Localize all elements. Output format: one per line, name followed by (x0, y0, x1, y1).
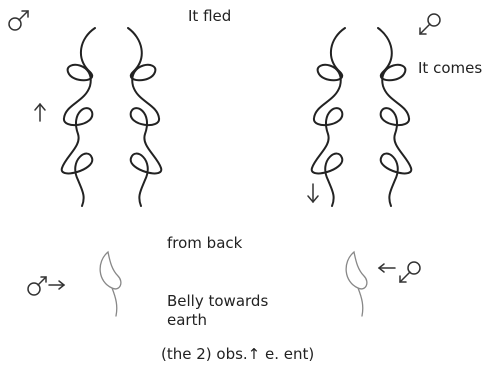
caption-observation: (the 2) obs.↑ e. ent) (161, 345, 314, 364)
left-coil-a (62, 28, 95, 206)
left-coil-b (128, 28, 161, 206)
male-symbol-right-arrow-icon (28, 277, 64, 295)
label-from-back: from back (167, 234, 242, 253)
left-leaf-icon (100, 252, 121, 316)
right-coil-a (312, 28, 345, 206)
label-belly-towards-earth: Belly towards earth (167, 292, 268, 330)
down-arrow-icon (308, 184, 318, 202)
up-arrow-icon (35, 104, 45, 121)
circle-arrow-top-right-icon (420, 14, 440, 34)
label-it-comes: It comes (418, 59, 482, 78)
male-symbol-top-left-icon (9, 11, 28, 30)
left-coil-group (62, 28, 162, 206)
left-arrow-circle-icon (379, 262, 420, 282)
right-coil-group (312, 28, 412, 206)
right-leaf-icon (346, 252, 367, 316)
label-it-fled: It fled (188, 7, 231, 26)
right-coil-b (378, 28, 411, 206)
